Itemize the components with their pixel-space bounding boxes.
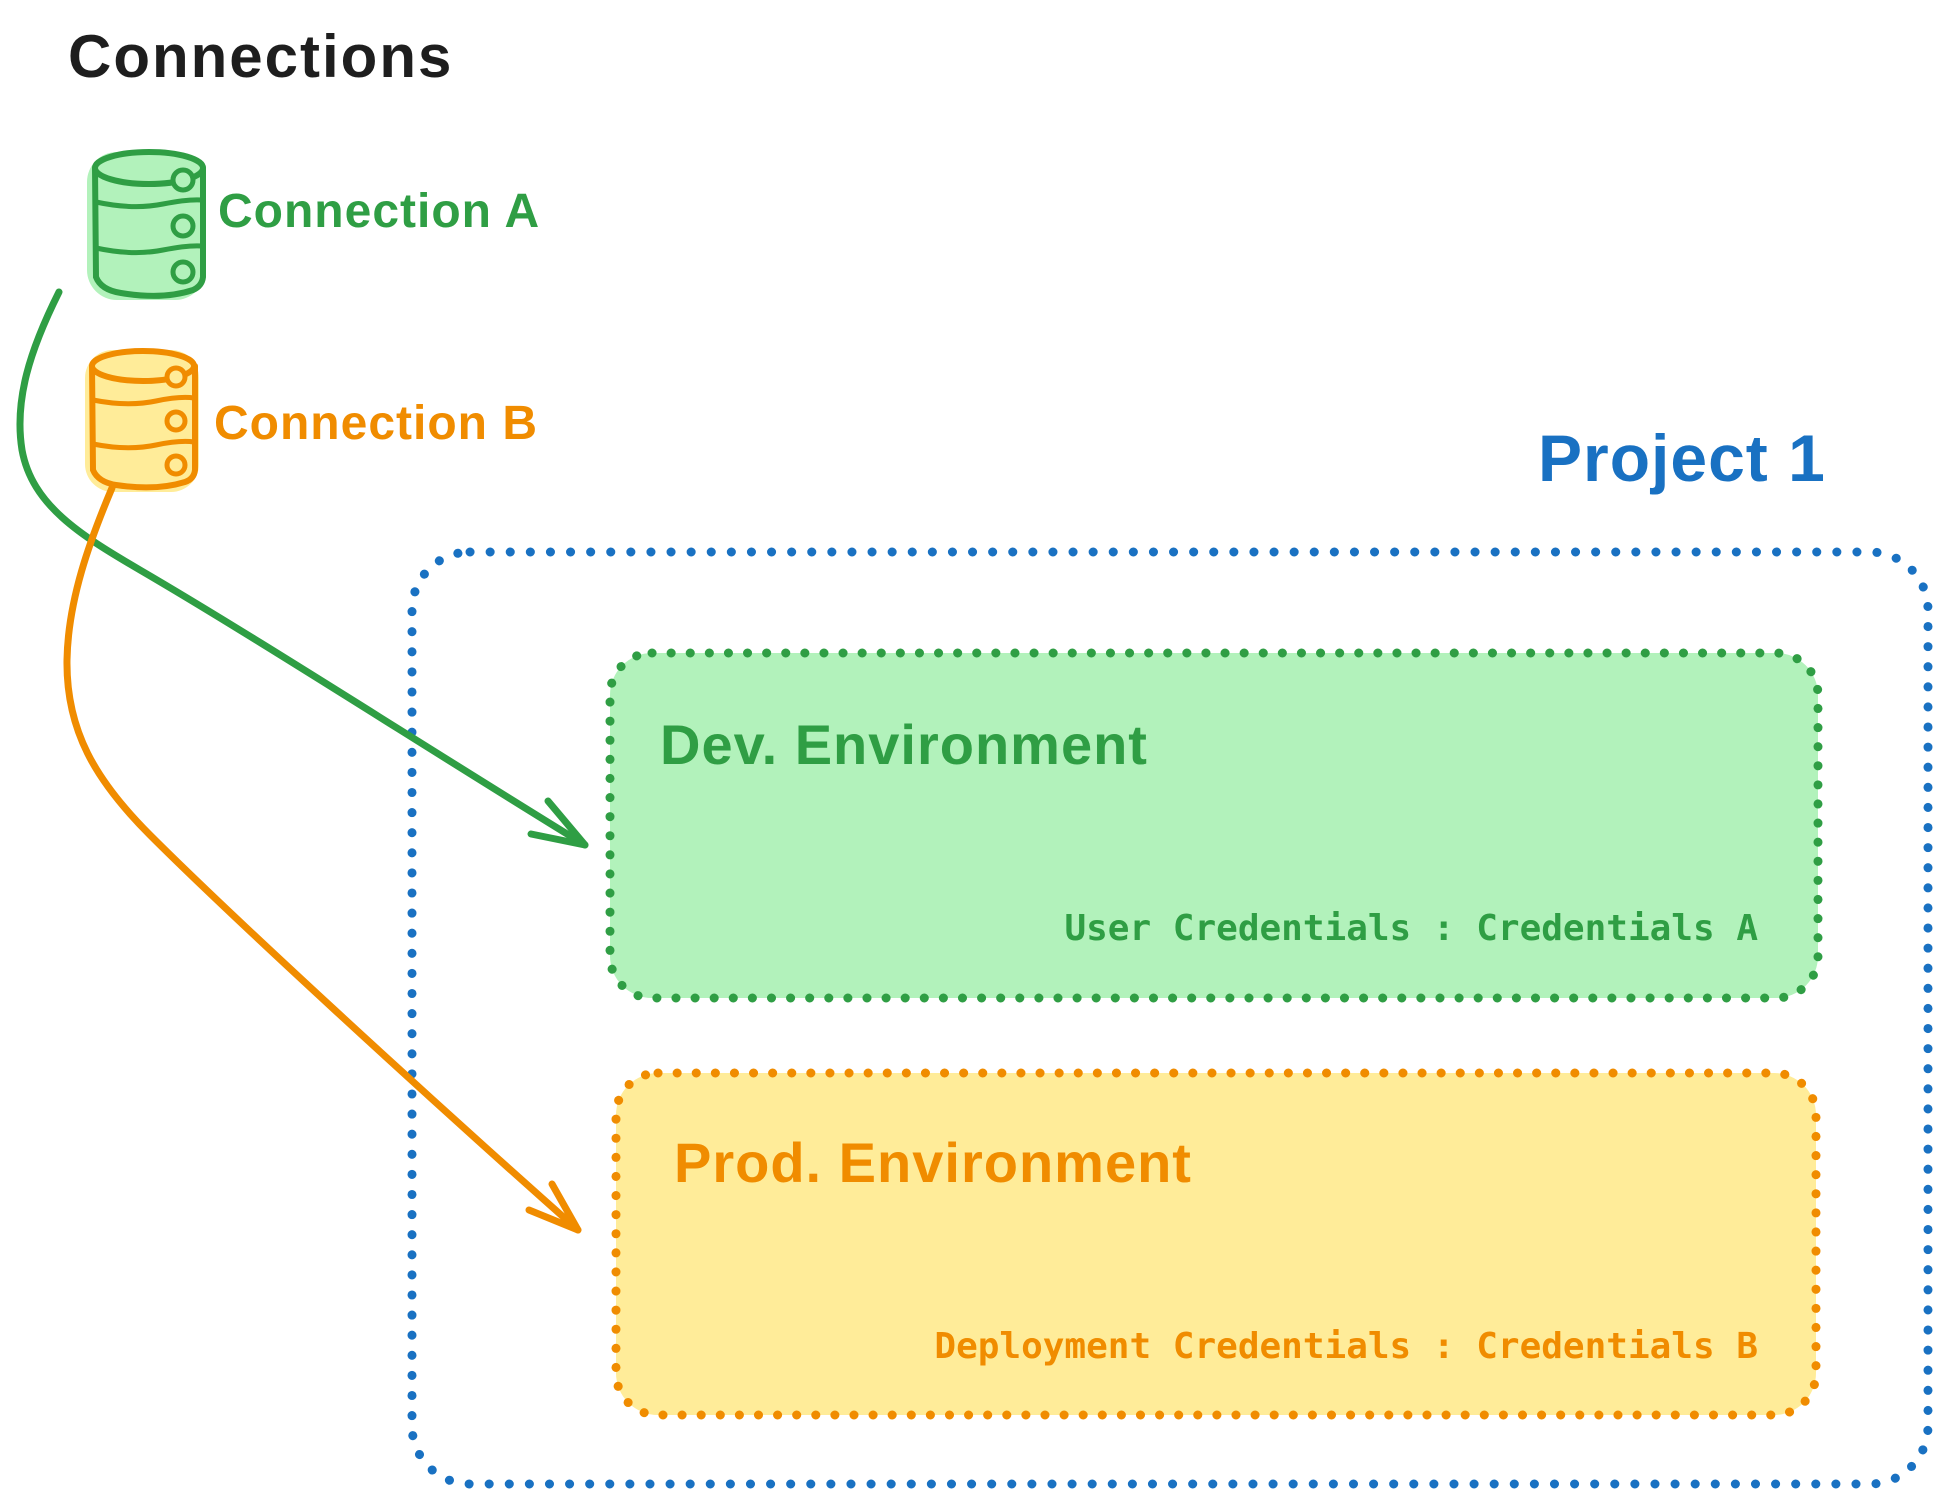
arrowhead bbox=[525, 1180, 582, 1234]
dev-environment-title: Dev. Environment bbox=[660, 713, 1148, 776]
project-box bbox=[407, 547, 1933, 1489]
dev-credentials-text: User Credentials : Credentials A bbox=[1064, 908, 1758, 949]
arrow-connection-b-to-prod bbox=[63, 484, 582, 1234]
connection-b-label: Connection B bbox=[214, 397, 538, 450]
connections-title: Connections bbox=[68, 23, 454, 90]
arrow-connection-a-to-dev bbox=[16, 288, 589, 849]
arrowhead bbox=[527, 797, 589, 849]
connection-a-label: Connection A bbox=[218, 185, 541, 238]
prod-environment-box bbox=[611, 1068, 1821, 1420]
database-icon bbox=[87, 149, 206, 300]
project-title: Project 1 bbox=[1538, 421, 1826, 495]
prod-credentials-text: Deployment Credentials : Credentials B bbox=[934, 1326, 1758, 1367]
dev-environment-box bbox=[605, 648, 1823, 1003]
prod-environment-title: Prod. Environment bbox=[674, 1131, 1192, 1194]
database-icon bbox=[85, 348, 199, 492]
